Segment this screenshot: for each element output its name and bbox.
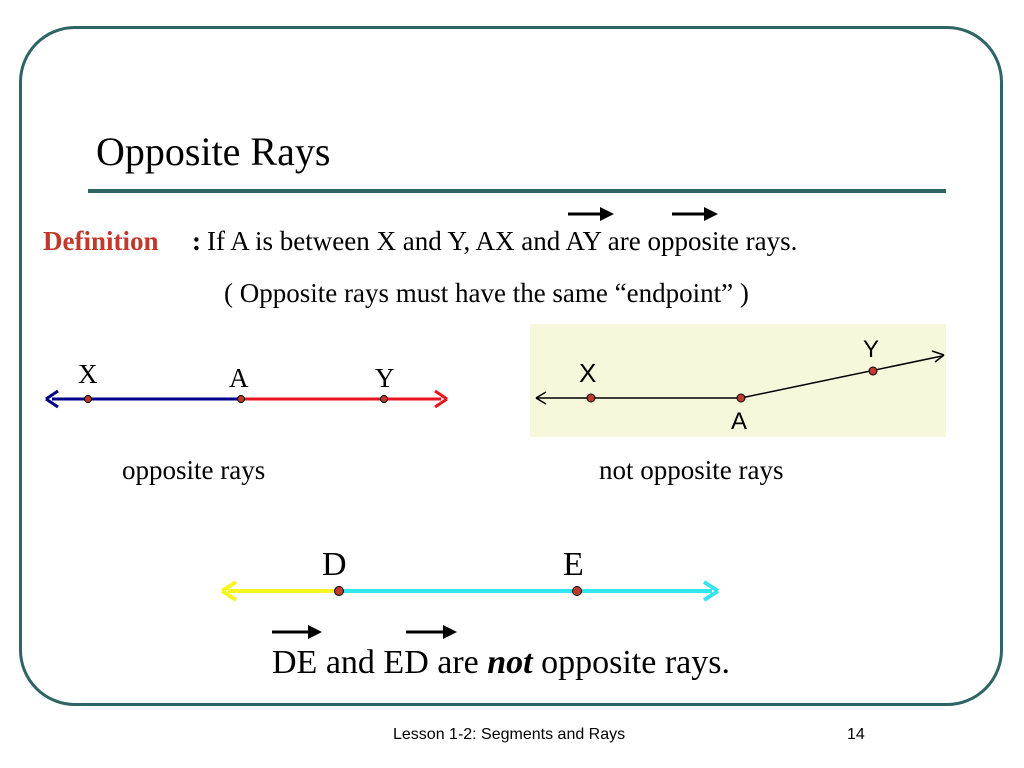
point-x-label: X	[78, 359, 98, 389]
ray-symbol-ax	[568, 207, 614, 221]
diagram-panel	[530, 324, 946, 437]
point-d-label: D	[322, 546, 347, 583]
title-underline	[88, 189, 946, 193]
definition-label: Definition	[43, 226, 159, 256]
point-x-dot	[84, 395, 92, 403]
ray-ax-arrowhead	[45, 389, 59, 409]
ray-de-text: DE	[272, 644, 318, 681]
ray-symbol-ay	[672, 207, 718, 221]
opposite-rays-diagram: X A Y	[45, 359, 448, 409]
point-x-label: X	[579, 358, 596, 388]
point-e-label: E	[563, 546, 584, 583]
definition-colon: :	[192, 226, 201, 256]
page-number: 14	[847, 726, 865, 743]
point-y-dot	[380, 395, 388, 403]
point-a-label: A	[731, 408, 747, 435]
ray-ed-arrowhead	[220, 580, 238, 602]
de-ed-statement: DE and ED are not opposite rays.	[272, 646, 730, 680]
ray-symbol-de	[272, 625, 322, 639]
slide-title: Opposite Rays	[96, 129, 331, 174]
ray-ay-arrowhead	[434, 389, 448, 409]
not-opposite-rays-diagram: X A Y	[530, 324, 946, 437]
point-d-dot	[334, 586, 344, 596]
point-a-dot	[736, 393, 746, 403]
de-ed-diagram: D E	[220, 546, 720, 602]
and-text: and	[325, 644, 375, 681]
ray-ed-text: ED	[383, 644, 429, 681]
point-y-dot	[868, 366, 878, 376]
ray-ax-arrowhead	[535, 391, 547, 405]
endpoint-note: ( Opposite rays must have the same “endp…	[224, 278, 749, 308]
ray-ay-arrowhead	[931, 350, 945, 363]
ray-ay-line	[740, 355, 943, 399]
not-emphasis: not	[487, 644, 533, 681]
point-a-label: A	[229, 363, 249, 393]
footer-lesson: Lesson 1-2: Segments and Rays	[393, 726, 626, 743]
point-a-dot	[237, 395, 245, 403]
definition-text: If A is between X and Y, AX and AY are o…	[207, 226, 798, 256]
are-text: are	[437, 644, 479, 681]
ray-de-arrowhead	[702, 580, 720, 602]
point-e-dot	[572, 586, 582, 596]
point-y-label: Y	[375, 363, 395, 393]
caption-opposite-rays: opposite rays	[122, 455, 266, 485]
point-x-dot	[586, 393, 596, 403]
caption-not-opposite-rays: not opposite rays	[599, 455, 784, 485]
point-y-label: Y	[863, 336, 879, 363]
ray-symbol-ed	[406, 625, 457, 639]
rest-text: opposite rays.	[541, 644, 730, 681]
slide-frame	[19, 26, 1003, 706]
